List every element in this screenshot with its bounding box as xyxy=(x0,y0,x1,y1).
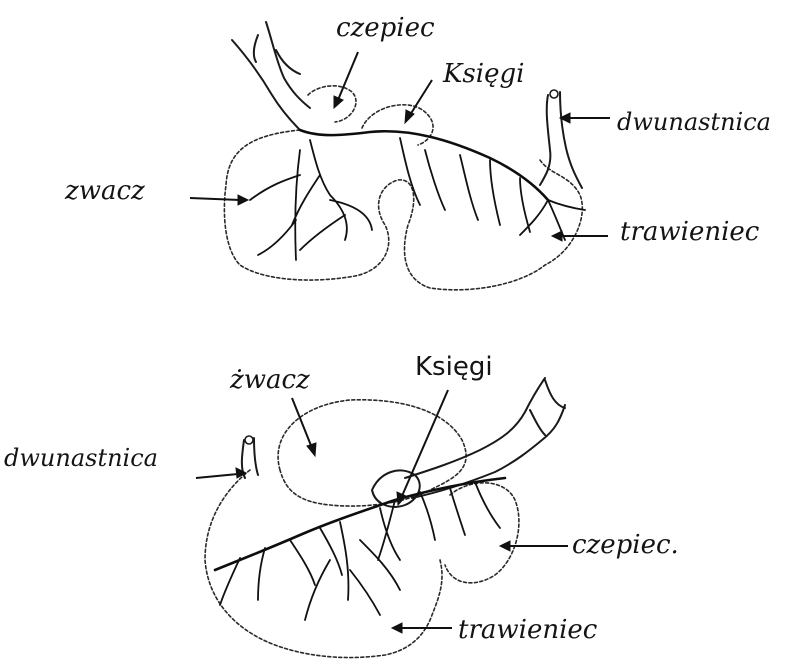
bottom-dwunastnica-label: dwunastnica xyxy=(4,444,158,472)
top-stomach-diagram: czepiec Księgi dwunastnica zwacz trawien… xyxy=(64,13,771,290)
bottom-zwacz-arrowhead xyxy=(307,443,316,456)
top-zwacz-label: zwacz xyxy=(64,176,145,206)
top-esophagus xyxy=(232,22,310,130)
bottom-trawieniec-arrowhead xyxy=(392,623,402,633)
bottom-trawieniec-label: trawieniec xyxy=(458,615,598,645)
top-zwacz-arrowhead xyxy=(238,195,248,205)
bottom-dwunastnica-arrow xyxy=(196,474,238,478)
top-ksiegi-outline xyxy=(362,105,433,145)
top-trawieniec-label: trawieniec xyxy=(620,217,760,247)
top-main-vessel xyxy=(300,130,548,200)
bottom-czepiec-label: czepiec. xyxy=(572,530,679,560)
top-dwunastnica-opening xyxy=(550,90,558,98)
top-czepiec-arrow xyxy=(338,52,358,100)
top-czepiec-outline xyxy=(308,86,356,122)
bottom-ksiegi-label: Księgi xyxy=(415,352,493,382)
top-ksiegi-label: Księgi xyxy=(442,59,524,89)
top-dwunastnica-label: dwunastnica xyxy=(617,108,771,136)
top-zwacz-arrow xyxy=(190,198,240,200)
bottom-dwunastnica-opening xyxy=(245,436,253,444)
top-czepiec-label: czepiec xyxy=(336,13,435,43)
top-vessel-branches xyxy=(250,138,585,260)
bottom-stomach-diagram: żwacz Księgi dwunastnica czepiec. trawie… xyxy=(4,352,679,658)
top-czepiec-arrowhead xyxy=(334,96,343,108)
bottom-zwacz-label: żwacz xyxy=(229,365,310,395)
bottom-czepiec-arrowhead xyxy=(500,541,510,551)
top-trawieniec-arrowhead xyxy=(552,231,562,241)
bottom-zwacz-arrow xyxy=(292,398,312,448)
top-dwunastnica-tube xyxy=(540,92,582,188)
